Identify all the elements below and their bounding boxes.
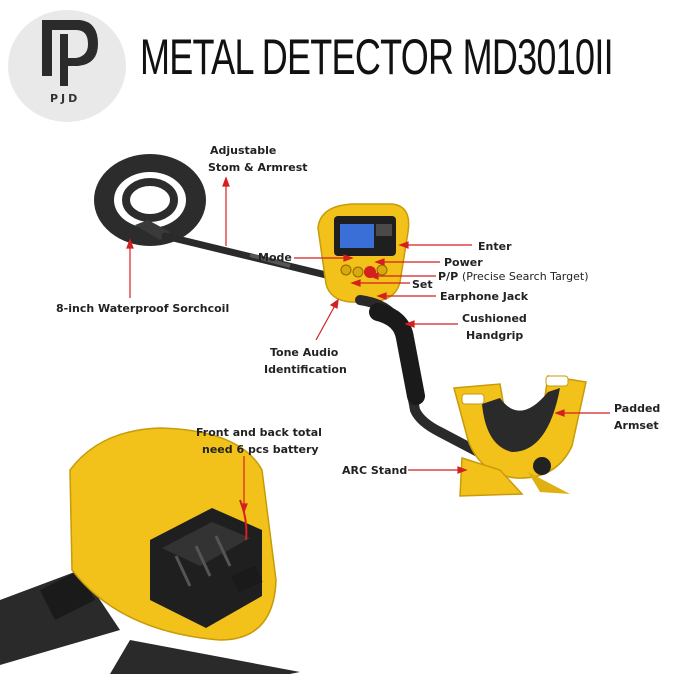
label-padded-line2: Armset — [614, 419, 659, 432]
label-battery-line1: Front and back total — [196, 426, 322, 439]
label-padded: Padded Armset — [614, 400, 660, 434]
label-battery: Front and back total need 6 pcs battery — [196, 424, 322, 458]
label-handgrip: Cushioned Handgrip — [462, 310, 527, 344]
label-arc: ARC Stand — [342, 464, 408, 477]
label-set: Set — [412, 278, 433, 291]
logo-mark — [42, 20, 98, 86]
callout-arrows — [126, 176, 610, 514]
label-stem-line2: Stom & Armrest — [208, 161, 308, 174]
control-box — [317, 203, 410, 303]
label-stem: Adjustable Stom & Armrest — [208, 142, 308, 176]
label-power: Power — [444, 256, 483, 269]
label-padded-line1: Padded — [614, 402, 661, 415]
label-handgrip-line1: Cushioned — [462, 312, 527, 325]
battery-closeup — [0, 427, 300, 674]
armrest — [453, 375, 587, 497]
label-tone-line2: Identification — [264, 363, 347, 376]
label-mode: Mode — [258, 251, 292, 264]
label-earphone: Earphone Jack — [440, 290, 529, 303]
label-enter: Enter — [478, 240, 512, 253]
label-tone-line1: Tone Audio — [270, 346, 339, 359]
handgrip — [369, 303, 425, 405]
label-handgrip-line2: Handgrip — [466, 329, 524, 342]
label-pp: P/P (Precise Search Target) — [438, 268, 589, 285]
label-tone: Tone Audio Identification — [264, 344, 347, 378]
page-title: METAL DETECTOR MD3010II — [140, 29, 614, 85]
label-pp-desc: (Precise Search Target) — [462, 270, 589, 283]
label-pp-key: P/P — [438, 270, 459, 283]
search-coil — [94, 154, 206, 246]
logo-brand: PJD — [50, 92, 81, 105]
label-stem-line1: Adjustable — [210, 144, 277, 157]
label-coil: 8-inch Waterproof Sorchcoil — [56, 302, 230, 315]
label-battery-line2: need 6 pcs battery — [202, 443, 319, 456]
